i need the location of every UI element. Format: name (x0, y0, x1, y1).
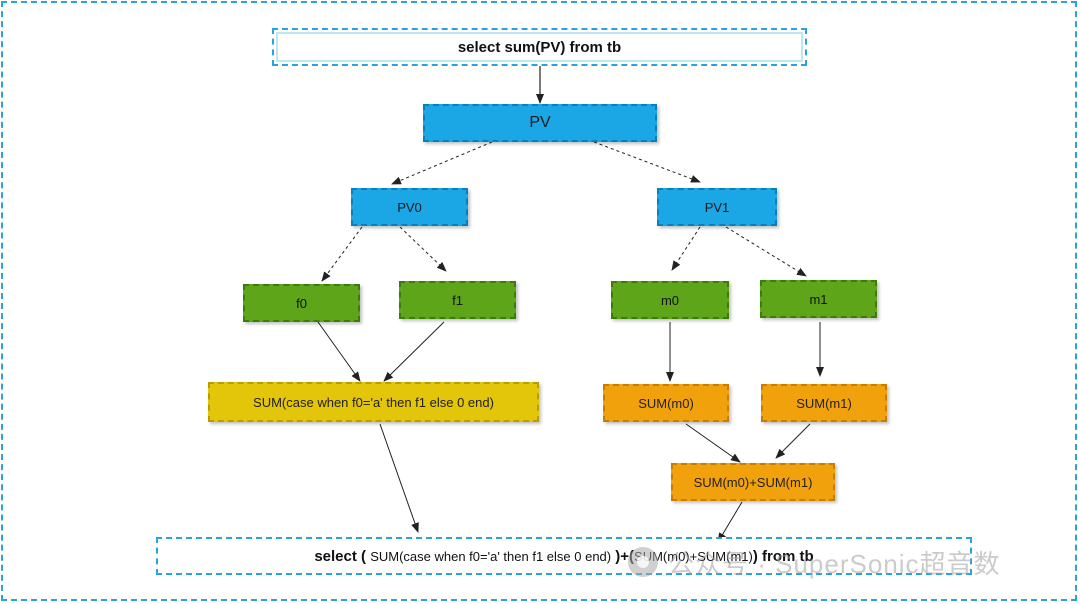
edge-f0-sumcase (317, 321, 361, 382)
edge-pv0-f0 (321, 226, 363, 282)
edge-pv1-m0 (671, 226, 701, 271)
watermark: 公众号 · SuperSonic超音数 (628, 540, 1001, 584)
node-sum-total: SUM(m0)+SUM(m1) (671, 463, 835, 501)
node-pv: PV (423, 104, 657, 142)
edge-pv-pv1 (593, 141, 701, 183)
node-pv0: PV0 (351, 188, 468, 226)
edge-pv1-m1 (725, 226, 807, 277)
node-sum-case: SUM(case when f0='a' then f1 else 0 end) (208, 382, 539, 422)
node-f1: f1 (399, 281, 516, 319)
node-m0: m0 (611, 281, 729, 319)
node-m1: m1 (760, 280, 877, 318)
edge-summ0-sumtotal (685, 423, 741, 463)
query-sum-expr: SUM(m0)+SUM(m1) (634, 548, 753, 564)
edge-f1-sumcase (383, 321, 445, 382)
wechat-logo-icon (628, 547, 658, 577)
query-case-expr: SUM(case when f0='a' then f1 else 0 end) (370, 548, 612, 564)
node-f0: f0 (243, 284, 360, 322)
edge-pv-pv0 (391, 141, 493, 185)
edge-sumcase-query (379, 423, 419, 533)
edge-summ1-sumtotal (775, 423, 811, 459)
edge-sumtotal-query (717, 501, 743, 543)
watermark-text: 公众号 · SuperSonic超音数 (668, 548, 1001, 579)
query-suffix: ) from tb (752, 547, 814, 565)
node-sum-m1: SUM(m1) (761, 384, 887, 422)
bottom-query-box: select ( SUM(case when f0='a' then f1 el… (156, 537, 972, 575)
top-query-box: select sum(PV) from tb (272, 28, 807, 66)
node-pv1: PV1 (657, 188, 777, 226)
query-prefix: select ( (314, 547, 367, 565)
edge-pv0-f1 (399, 226, 447, 272)
node-sum-m0: SUM(m0) (603, 384, 729, 422)
